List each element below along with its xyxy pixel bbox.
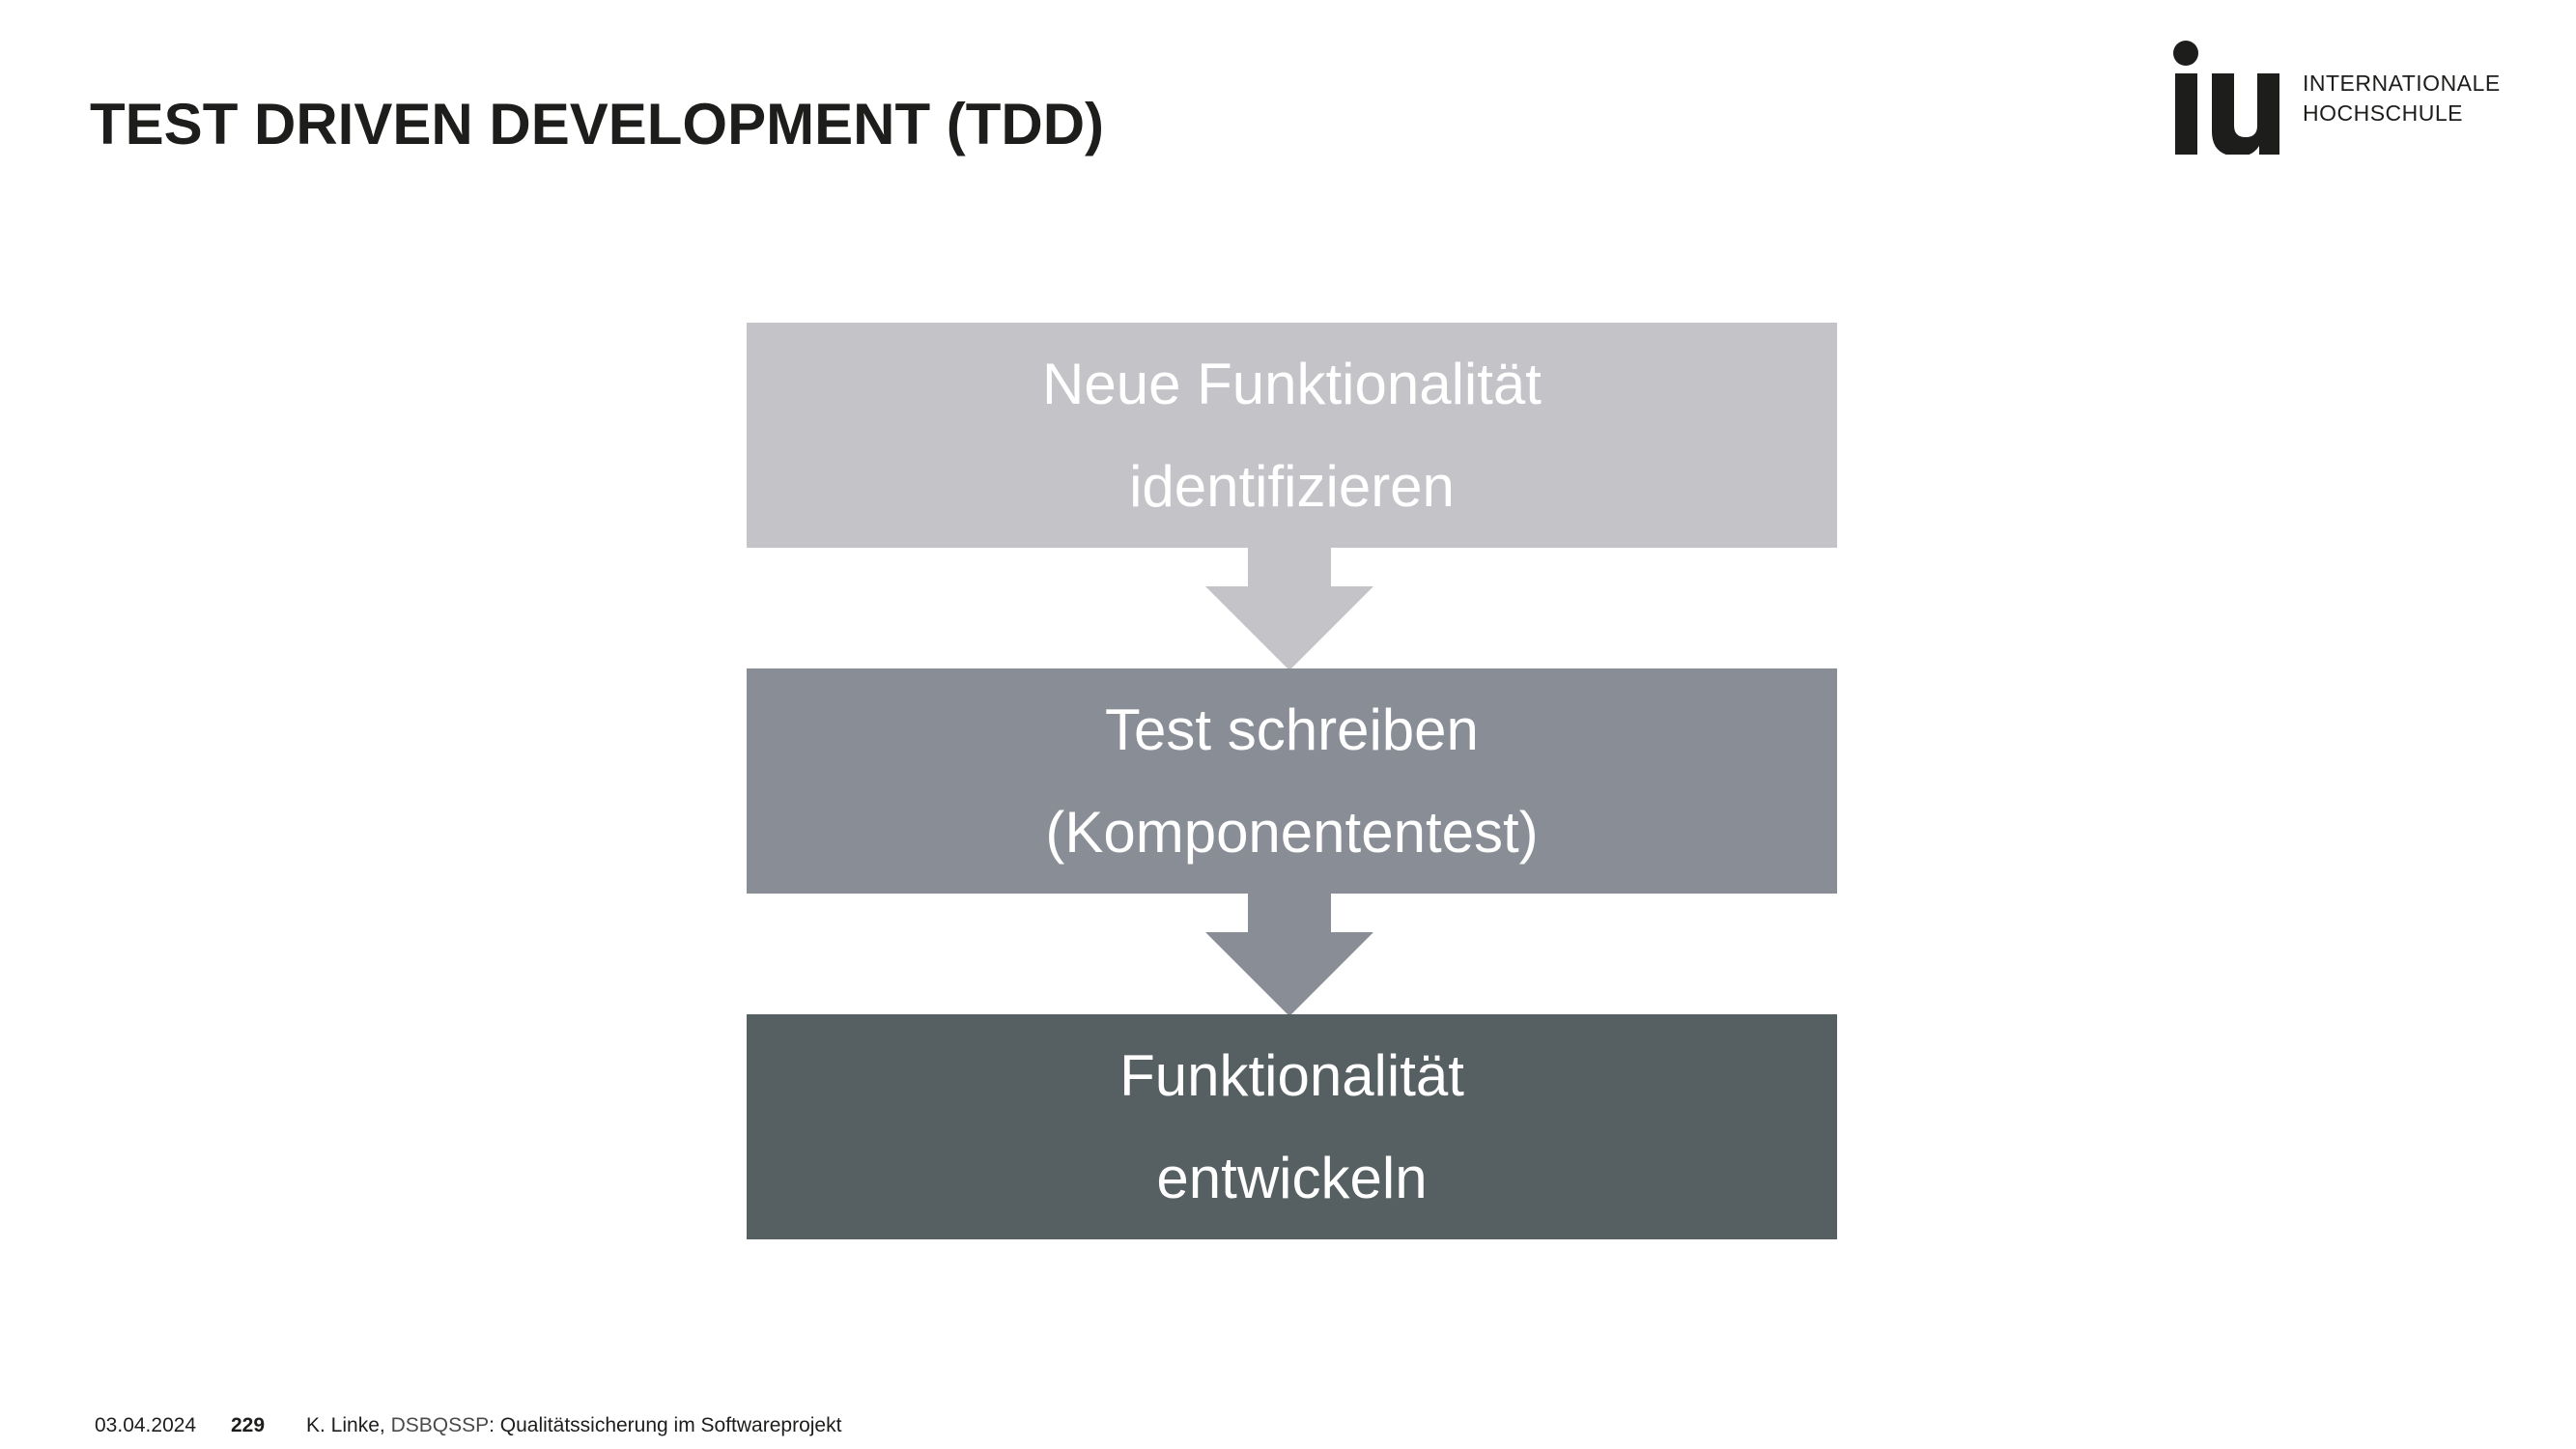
footer-author-course: K. Linke, DSBQSSP: Qualitätssicherung im… [306,1414,841,1437]
flow-step-develop: Funktionalität entwickeln [747,1014,1837,1239]
flow-step-identify: Neue Funktionalität identifizieren [747,323,1837,548]
footer-course-code: DSBQSSP [390,1414,490,1436]
logo-line-1: INTERNATIONALE [2303,71,2501,96]
arrow-step2-to-step3 [1205,894,1373,1016]
step-2-line-2: (Komponententest) [1045,799,1539,865]
step-3-line-1: Funktionalität [1119,1042,1464,1108]
footer-date: 03.04.2024 [95,1414,197,1436]
step-3-line-2: entwickeln [1156,1145,1428,1210]
step-2-line-1: Test schreiben [1105,696,1479,762]
slide-title: TEST DRIVEN DEVELOPMENT (TDD) [90,92,1105,156]
logo-wordmark: INTERNATIONALE HOCHSCHULE [2303,69,2501,128]
arrow-step1-to-step2 [1205,548,1373,670]
flow-step-write-test: Test schreiben (Komponententest) [747,668,1837,894]
iu-logo: INTERNATIONALE HOCHSCHULE [2173,37,2502,155]
footer-author: K. Linke, [306,1414,385,1436]
step-1-line-2: identifizieren [1129,453,1455,519]
footer-page-number: 229 [231,1414,266,1436]
step-1-line-1: Neue Funktionalität [1042,351,1542,416]
footer-course-title: : Qualitätssicherung im Softwareprojekt [489,1414,842,1436]
iu-logo-mark [2173,41,2279,155]
logo-line-2: HOCHSCHULE [2303,100,2464,126]
